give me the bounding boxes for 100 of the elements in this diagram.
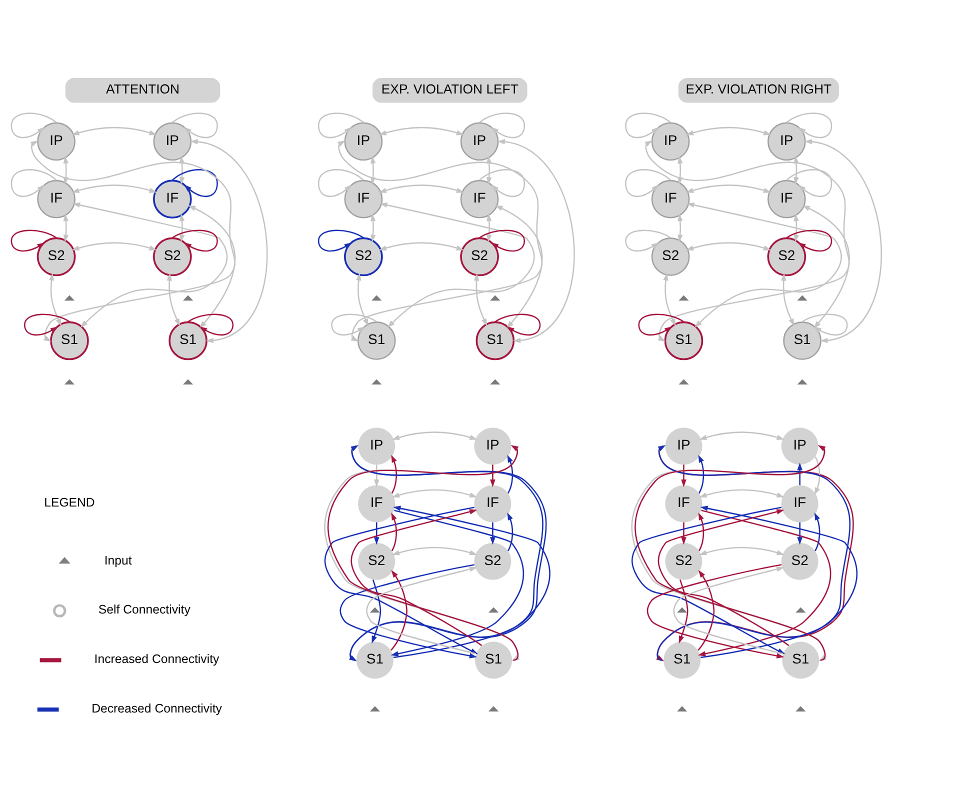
node-circle: IF [781, 484, 818, 522]
node-triangle [372, 378, 382, 384]
node-triangle [182, 294, 194, 300]
arrow [681, 464, 686, 487]
arrow [30, 140, 236, 342]
arrow [814, 512, 820, 551]
arrow [391, 454, 398, 494]
arrow [474, 272, 488, 326]
arrow [490, 464, 496, 487]
label: LEGEND [44, 495, 95, 510]
node-triangle [372, 294, 382, 300]
arrow [686, 242, 772, 250]
arrow [797, 462, 802, 485]
arrow [663, 272, 676, 326]
node-box: EXP. VIOLATION RIGHT [678, 78, 839, 102]
node-box: EXP. VIOLATION LEFT [372, 78, 528, 102]
arrow [794, 213, 799, 242]
arrow [700, 505, 858, 658]
node-circle: IP [474, 427, 512, 464]
node-triangle [677, 706, 688, 711]
arrow [392, 431, 478, 440]
node-triangle [796, 606, 806, 612]
node-circle: S2 [474, 542, 512, 580]
arrow [190, 138, 268, 343]
arrow [699, 488, 784, 498]
arrow [780, 272, 794, 326]
node-triangle [796, 706, 806, 711]
node-triangle [488, 606, 499, 612]
node-box: ATTENTION [65, 78, 220, 102]
arrow [390, 570, 408, 650]
node-triangle [797, 294, 808, 300]
arrow [814, 456, 820, 495]
arrow [507, 512, 514, 551]
node-triangle [370, 606, 380, 612]
arrow [658, 508, 790, 646]
node-circle: S2 [358, 542, 396, 580]
arrow [698, 454, 704, 494]
node-triangle [678, 378, 689, 384]
arrow [72, 242, 157, 250]
arrow [486, 213, 492, 242]
arrow [681, 522, 686, 544]
arrow [490, 522, 496, 544]
node-triangle [677, 606, 688, 612]
arrow [644, 140, 850, 342]
node-circle: IP [665, 427, 702, 464]
node-circle: S1 [664, 641, 701, 678]
node-triangle [182, 378, 194, 384]
arrow [391, 512, 398, 551]
arrow [338, 140, 543, 342]
node-circle: IF [665, 484, 702, 522]
arrow [686, 126, 772, 135]
arrow [48, 272, 62, 326]
arrow [678, 578, 688, 643]
arrow [356, 272, 369, 326]
node-circle: IF [358, 484, 396, 522]
arrow [797, 522, 802, 544]
node-circle: S1 [356, 641, 394, 678]
node-triangle [64, 294, 75, 300]
arrow [678, 213, 683, 242]
arrow [392, 546, 478, 555]
legend-label: Decreased Connectivity [92, 700, 222, 715]
legend-label: Increased Connectivity [94, 652, 220, 666]
arrow [179, 213, 185, 242]
arrow [72, 126, 157, 135]
arrow [497, 138, 575, 343]
arrow [804, 138, 882, 343]
node-circle: S1 [475, 641, 512, 678]
arrow [380, 202, 535, 328]
arrow [698, 570, 715, 650]
node-circle: IP [781, 427, 818, 464]
arrow [374, 522, 380, 544]
node-circle: S2 [665, 542, 702, 580]
arrow [802, 204, 850, 328]
arrow [72, 202, 228, 328]
node-circle: IP [358, 427, 396, 464]
arrow [686, 202, 842, 328]
arrow [393, 505, 550, 658]
arrow [686, 184, 772, 192]
node-triangle [490, 378, 500, 384]
arrow [72, 184, 157, 192]
arrow [698, 512, 704, 551]
node-triangle [370, 706, 380, 711]
arrow [350, 508, 482, 646]
node-circle: S1 [782, 641, 820, 678]
arrow [188, 204, 236, 328]
legend-label: Self Connectivity [98, 602, 190, 616]
arrow [378, 126, 464, 135]
node-triangle [797, 378, 808, 384]
arrow [699, 546, 784, 555]
arrow [392, 488, 478, 498]
arrow [378, 242, 464, 250]
node-triangle [678, 294, 689, 300]
arrow [507, 454, 514, 494]
node-circle: IF [474, 484, 512, 522]
node-triangle [490, 294, 500, 300]
arrow [166, 272, 180, 326]
arrow [372, 578, 382, 643]
arrow [374, 464, 380, 487]
node-circle: S2 [781, 542, 818, 580]
arrow [370, 213, 376, 242]
